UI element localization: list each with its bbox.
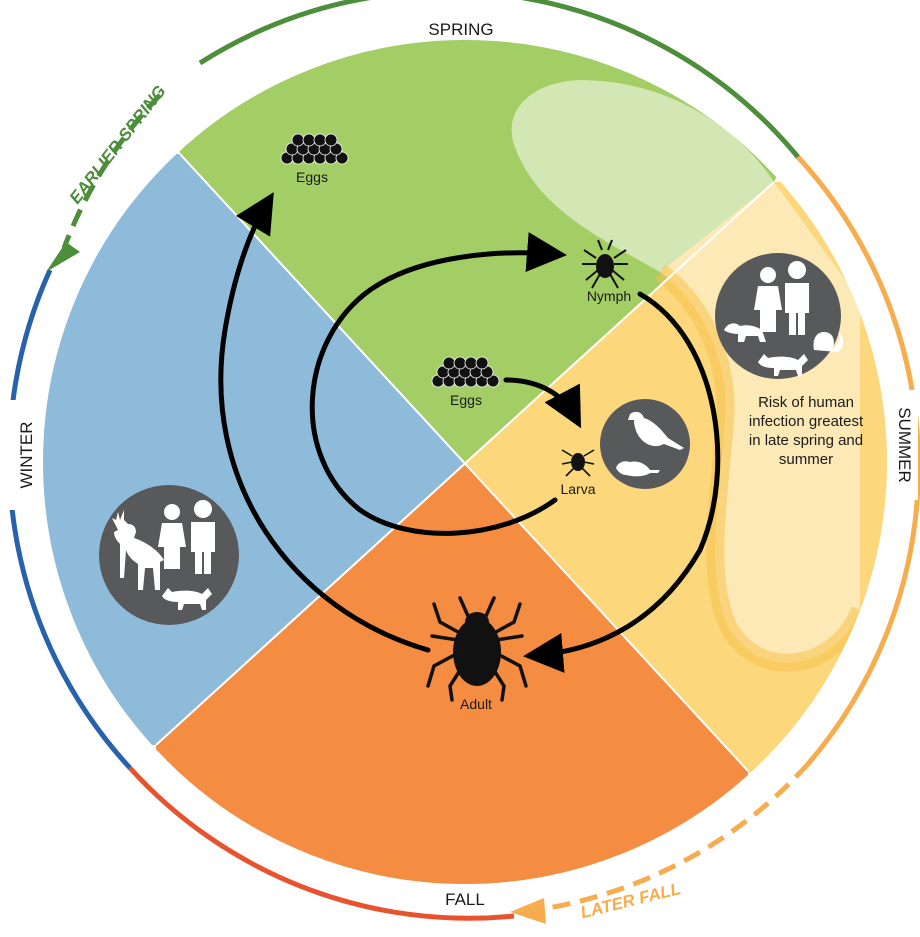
later-fall-arrowhead [510, 898, 546, 924]
adult-human-icon [191, 500, 215, 574]
child-icon [754, 267, 782, 332]
arrow-larva-to-nymph [309, 232, 567, 536]
later-fall-dashed-arc [547, 762, 810, 911]
risk-note: Risk of human infection greatest in late… [749, 394, 864, 468]
stage-label-larva: Larva [560, 481, 595, 497]
ring-summer-arc [796, 155, 920, 766]
stage-label-eggs-center: Eggs [450, 392, 482, 408]
season-label-winter: WINTER [17, 421, 36, 488]
eggs-cluster-top [280, 133, 349, 165]
season-label-summer: SUMMER [895, 407, 914, 483]
ring-spring-arc [198, 0, 800, 159]
risk-note-line-2: infection greatest [749, 413, 864, 430]
arrow-nymph-to-adult [523, 291, 721, 673]
dog-icon [724, 323, 766, 342]
larva-tick-icon [561, 449, 595, 477]
adult-tick-icon [426, 596, 528, 702]
larva-tick-body [571, 453, 585, 471]
season-label-spring: SPRING [428, 20, 493, 39]
divider-line [179, 153, 749, 772]
arrow-adult-to-eggs [218, 192, 431, 653]
summer-hosts-circle [715, 253, 844, 379]
arrow-eggs-to-larva [503, 377, 582, 429]
later-fall-label: LATER FALL [579, 879, 683, 922]
stage-label-adult: Adult [460, 696, 492, 712]
fox-icon [758, 354, 808, 376]
adult-tick-body [453, 618, 501, 686]
summer-risk-edge [654, 264, 869, 672]
eggs-cluster-center [431, 356, 500, 388]
risk-note-line-4: summer [779, 451, 833, 468]
nymph-tick-icon [582, 239, 628, 289]
bird-icon [628, 411, 684, 450]
divider-line [155, 181, 775, 746]
risk-note-line-1: Risk of human [758, 394, 854, 411]
risk-note-line-3: in late spring and [749, 432, 863, 449]
earlier-spring-arrowhead [46, 242, 80, 272]
winter-hosts-circle [99, 485, 239, 625]
deer-icon [112, 510, 164, 590]
larva-hosts-circle [600, 399, 690, 489]
spring-risk-region [511, 80, 774, 272]
stage-label-nymph: Nymph [587, 288, 631, 304]
ring-fall-arc [128, 766, 515, 921]
squirrel-icon [813, 332, 844, 352]
season-ring [6, 0, 920, 921]
season-sectors [40, 37, 890, 887]
adult-human-icon [785, 261, 809, 335]
life-cycle-arrows [218, 192, 721, 673]
stage-label-eggs-top: Eggs [296, 169, 328, 185]
season-label-fall: FALL [445, 890, 485, 909]
ring-winter-arc [6, 268, 132, 770]
child-icon [158, 504, 186, 569]
fox-icon [162, 588, 212, 610]
adult-tick-head [465, 612, 489, 632]
earlier-spring-dashed-arc [61, 93, 162, 249]
mouse-icon [616, 461, 660, 477]
nymph-tick-body [596, 254, 614, 278]
